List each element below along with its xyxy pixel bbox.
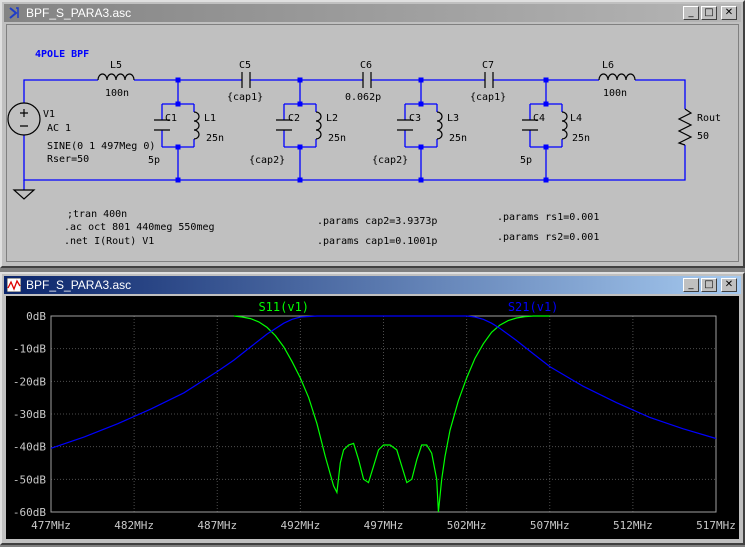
cap1-param[interactable]: .params cap1=0.1001p <box>317 236 437 247</box>
l5-coil <box>97 73 135 81</box>
maximize-button[interactable]: □ <box>701 6 717 20</box>
x-tick-label: 487MHz <box>197 519 237 532</box>
c3-symbol <box>397 119 413 131</box>
plot-title-bar[interactable]: BPF_S_PARA3.asc _ □ ✕ <box>4 276 741 294</box>
v1-rser: Rser=50 <box>47 154 89 165</box>
s11-trace <box>233 315 550 513</box>
schematic-window: BPF_S_PARA3.asc _ □ ✕ <box>0 0 745 268</box>
c1-value: 5p <box>148 155 160 166</box>
maximize-button[interactable]: □ <box>701 278 717 292</box>
plot-window-title: BPF_S_PARA3.asc <box>26 278 132 292</box>
c2-value: {cap2} <box>249 155 285 166</box>
rs1-param[interactable]: .params rs1=0.001 <box>497 212 599 223</box>
c5-symbol <box>241 72 251 88</box>
l1-value: 25n <box>206 133 224 144</box>
rout-value: 50 <box>697 131 709 142</box>
v1-sine: SINE(0 1 497Meg 0) <box>47 141 155 152</box>
s21-trace-legend: S21(v1) <box>508 300 559 314</box>
s11-trace-legend: S11(v1) <box>258 300 309 314</box>
l6-value: 100n <box>603 88 627 99</box>
v1-name: V1 <box>43 109 55 120</box>
l2-coil <box>315 111 322 140</box>
minimize-button[interactable]: _ <box>683 278 699 292</box>
ac-directive[interactable]: .ac oct 801 440meg 550meg <box>64 222 215 233</box>
c6-name: C6 <box>360 60 372 71</box>
close-button[interactable]: ✕ <box>721 6 737 20</box>
x-tick-label: 517MHz <box>696 519 736 532</box>
c2-symbol <box>276 119 292 131</box>
rout-symbol <box>677 108 693 146</box>
schematic-components <box>7 72 693 200</box>
minimize-button[interactable]: _ <box>683 6 699 20</box>
l4-coil <box>561 111 568 140</box>
c1-symbol <box>154 119 170 131</box>
y-tick-label: -10dB <box>13 343 46 356</box>
l2-name: L2 <box>326 113 338 124</box>
x-tick-label: 512MHz <box>613 519 653 532</box>
x-tick-label: 497MHz <box>364 519 404 532</box>
c4-name: C4 <box>533 113 545 124</box>
l6-coil <box>598 73 636 81</box>
ltspice-schematic-icon <box>9 7 19 19</box>
junction-dots <box>175 77 549 183</box>
c4-symbol <box>522 119 538 131</box>
schematic-drawing: 4POLE BPF L5 100n C5 {cap1} C6 0.062p C7… <box>7 49 721 247</box>
c3-value: {cap2} <box>372 155 408 166</box>
net-directive[interactable]: .net I(Rout) V1 <box>64 236 154 247</box>
close-button[interactable]: ✕ <box>721 278 737 292</box>
c7-name: C7 <box>482 60 494 71</box>
ground-symbol <box>12 189 36 200</box>
c5-value: {cap1} <box>227 92 263 103</box>
l3-name: L3 <box>447 113 459 124</box>
y-tick-label: -50dB <box>13 473 46 486</box>
s21-trace <box>50 315 717 449</box>
c5-name: C5 <box>239 60 251 71</box>
x-tick-label: 482MHz <box>114 519 154 532</box>
schematic-window-title: BPF_S_PARA3.asc <box>26 6 132 20</box>
x-tick-label: 477MHz <box>31 519 71 532</box>
c6-symbol <box>362 72 372 88</box>
plot-window: BPF_S_PARA3.asc _ □ ✕ 477MHz 482MHz 487MHz… <box>0 272 745 545</box>
l4-value: 25n <box>572 133 590 144</box>
y-tick-label: 0dB <box>26 310 46 323</box>
schematic-title-bar[interactable]: BPF_S_PARA3.asc _ □ ✕ <box>4 4 741 22</box>
s-parameter-plot[interactable]: 477MHz 482MHz 487MHz 492MHz 497MHz 502MHz 507M… <box>6 296 743 543</box>
x-tick-label: 507MHz <box>530 519 570 532</box>
schematic-canvas[interactable]: 4POLE BPF L5 100n C5 {cap1} C6 0.062p C7… <box>6 24 739 262</box>
x-tick-label: 492MHz <box>281 519 321 532</box>
tran-directive[interactable]: ;tran 400n <box>67 209 127 220</box>
l3-value: 25n <box>449 133 467 144</box>
c7-value: {cap1} <box>470 92 506 103</box>
c1-name: C1 <box>165 113 177 124</box>
plot-pane[interactable]: 477MHz 482MHz 487MHz 492MHz 497MHz 502MHz 507M… <box>6 296 739 539</box>
rout-name: Rout <box>697 113 721 124</box>
l6-name: L6 <box>602 60 614 71</box>
c3-name: C3 <box>409 113 421 124</box>
l5-name: L5 <box>110 60 122 71</box>
rs2-param[interactable]: .params rs2=0.001 <box>497 232 599 243</box>
c6-value: 0.062p <box>345 92 381 103</box>
c2-name: C2 <box>288 113 300 124</box>
c7-symbol <box>484 72 494 88</box>
l1-coil <box>193 111 200 140</box>
y-tick-label: -20dB <box>13 375 46 388</box>
cap2-param[interactable]: .params cap2=3.9373p <box>317 216 437 227</box>
v1-ac: AC 1 <box>47 123 71 134</box>
l1-name: L1 <box>204 113 216 124</box>
circuit-title: 4POLE BPF <box>35 49 89 60</box>
l4-name: L4 <box>570 113 582 124</box>
c4-value: 5p <box>520 155 532 166</box>
x-tick-label: 502MHz <box>447 519 487 532</box>
waveform-icon <box>7 278 21 292</box>
y-tick-label: -60dB <box>13 506 46 519</box>
l5-value: 100n <box>105 88 129 99</box>
l2-value: 25n <box>328 133 346 144</box>
v1-symbol <box>7 102 41 136</box>
y-tick-label: -30dB <box>13 408 46 421</box>
y-tick-label: -40dB <box>13 441 46 454</box>
l3-coil <box>436 111 443 140</box>
